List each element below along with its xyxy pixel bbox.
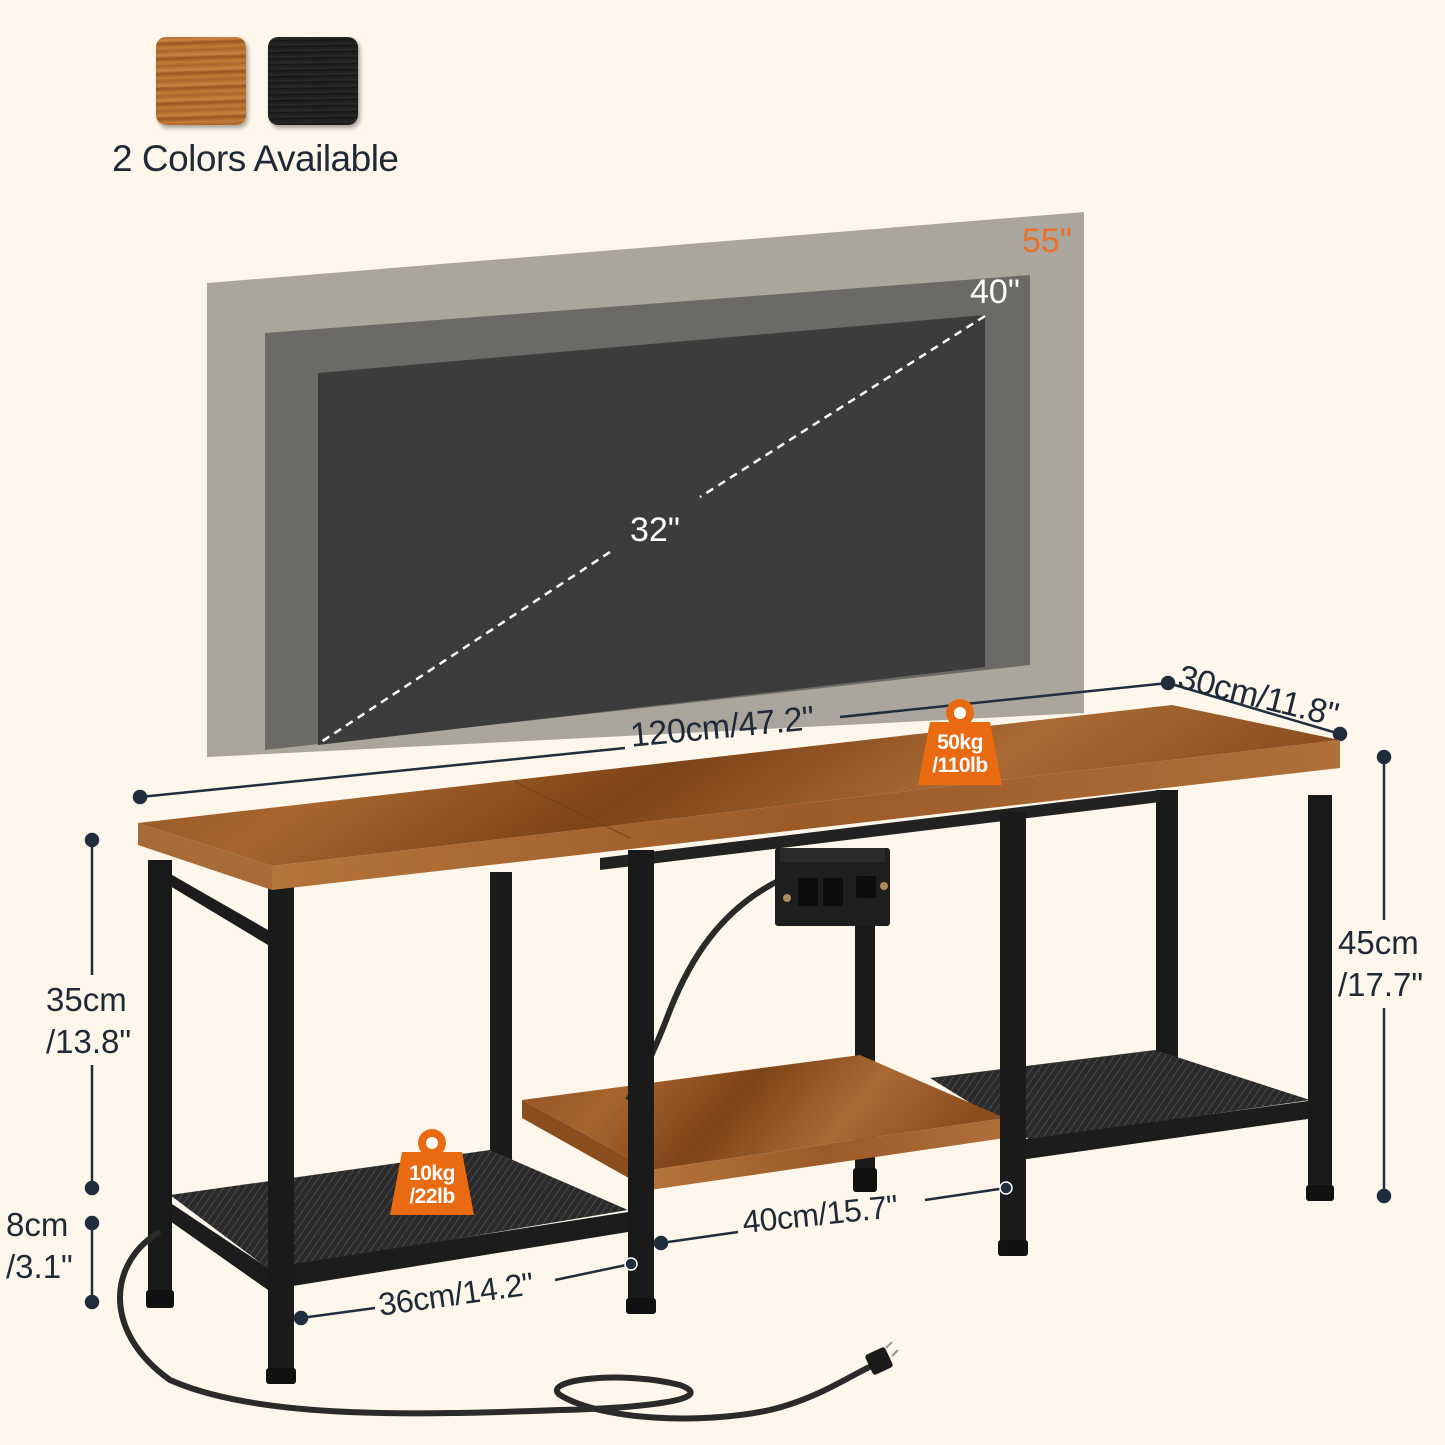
tv-size-55-label: 55" — [1022, 222, 1072, 260]
ac-outlet-1 — [798, 878, 818, 906]
power-strip — [775, 848, 890, 926]
front-frame — [160, 868, 1315, 1290]
leg-front-mid-right — [1000, 812, 1026, 1252]
middle-wood-shelf — [522, 1055, 1005, 1190]
top-load-kg: 50kg — [937, 731, 983, 754]
tv-size-40-label: 40" — [970, 273, 1020, 311]
shelf-load-capacity-badge: 10kg /22lb — [390, 1162, 474, 1208]
top-clearance-in: /13.8" — [46, 1023, 132, 1060]
bottom-clearance-in: /3.1" — [6, 1248, 73, 1285]
top-load-capacity-badge: 50kg /110lb — [918, 731, 1002, 777]
color-swatch-rustic-brown[interactable] — [156, 37, 246, 125]
height-dimension-lines — [84, 749, 1392, 1310]
power-cord-lower — [117, 1229, 882, 1422]
total-height-in: /17.7" — [1338, 966, 1424, 1003]
leg-front-left-inner — [268, 885, 294, 1380]
total-height-cm: 45cm — [1338, 924, 1419, 961]
usb-port-panel — [856, 876, 876, 898]
ac-outlet-2 — [823, 878, 843, 906]
color-swatch-black[interactable] — [268, 37, 358, 125]
colors-available-label: 2 Colors Available — [112, 138, 399, 179]
total-height-label: 45cm /17.7" — [1338, 922, 1423, 1006]
leg-front-left-outer — [148, 860, 172, 1300]
tv-size-silhouettes — [207, 212, 1084, 757]
leg-front-right — [1308, 795, 1332, 1195]
bottom-clearance-label: 8cm /3.1" — [6, 1204, 73, 1288]
tv-diagonal-lower — [317, 550, 611, 746]
leg-front-mid-left — [628, 850, 654, 1310]
tv-diagonal-upper — [699, 314, 986, 499]
shelf-load-kg: 10kg — [409, 1162, 455, 1185]
compartment-dimension-lines — [293, 1181, 1013, 1326]
weight-badge-top-shape — [918, 699, 1002, 785]
weight-badge-shelf-shape — [390, 1129, 474, 1215]
tv-size-32-label: 32" — [630, 511, 680, 549]
top-load-lb: /110lb — [932, 754, 988, 777]
shelf-load-lb: /22lb — [409, 1185, 455, 1208]
front-legs — [148, 795, 1332, 1380]
table-top — [138, 705, 1340, 890]
power-plug-icon — [865, 1341, 899, 1375]
top-clearance-cm: 35cm — [46, 981, 127, 1018]
top-clearance-label: 35cm /13.8" — [46, 979, 131, 1063]
bottom-clearance-cm: 8cm — [6, 1206, 69, 1243]
width-dimension-line — [132, 675, 1348, 805]
